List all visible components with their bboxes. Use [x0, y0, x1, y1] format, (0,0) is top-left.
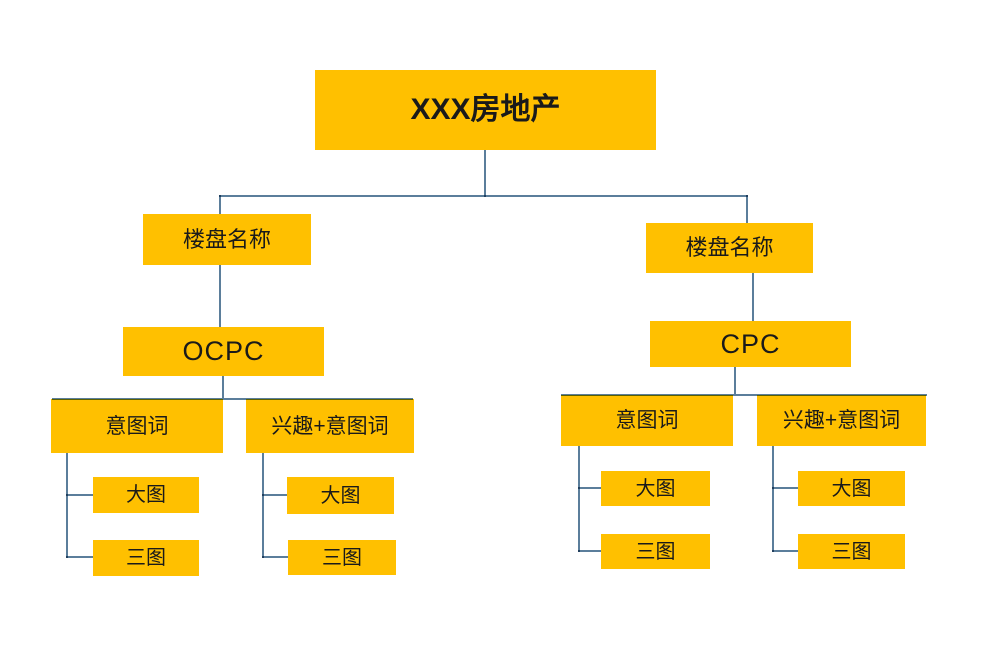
node-right-interest-intent-words: 兴趣+意图词 [757, 395, 926, 446]
connector-right-name-to-cpc [752, 273, 754, 321]
node-left-property-name: 楼盘名称 [143, 214, 311, 265]
node-left-intent-three-image: 三图 [93, 540, 199, 576]
connector-right-branch-drop [746, 195, 748, 223]
connector-left-interest-stub-three [262, 556, 288, 558]
node-company-root: XXX房地产 [315, 70, 656, 150]
node-left-interest-intent-words: 兴趣+意图词 [246, 399, 414, 453]
node-right-intent-words: 意图词 [561, 395, 733, 446]
connector-ocpc-drop [222, 376, 224, 398]
connector-cpc-drop [734, 367, 736, 394]
node-right-interest-large-image: 大图 [798, 471, 905, 506]
node-right-intent-large-image: 大图 [601, 471, 710, 506]
connector-left-interest-stub-large [262, 494, 287, 496]
connector-right-interest-stub-large [772, 487, 798, 489]
connector-left-intent-vline [66, 453, 68, 558]
node-right-interest-three-image: 三图 [798, 534, 905, 569]
node-left-intent-words: 意图词 [51, 399, 223, 453]
connector-left-units-hbar [52, 398, 413, 400]
node-cpc: CPC [650, 321, 851, 367]
connector-right-intent-stub-large [578, 487, 601, 489]
connector-level1-hbar [219, 195, 748, 197]
connector-left-intent-stub-three [66, 556, 93, 558]
connector-right-units-hbar [561, 394, 927, 396]
node-ocpc: OCPC [123, 327, 324, 376]
connector-left-branch-drop [219, 195, 221, 214]
connector-left-interest-vline [262, 453, 264, 558]
node-left-intent-large-image: 大图 [93, 477, 199, 513]
connector-root-drop [484, 150, 486, 197]
connector-left-intent-stub-large [66, 494, 93, 496]
connector-left-name-to-ocpc [219, 265, 221, 327]
connector-right-interest-vline [772, 446, 774, 552]
node-left-interest-three-image: 三图 [288, 540, 396, 575]
node-right-intent-three-image: 三图 [601, 534, 710, 569]
connector-right-intent-stub-three [578, 550, 601, 552]
node-right-property-name: 楼盘名称 [646, 223, 813, 273]
connector-right-intent-vline [578, 446, 580, 552]
connector-right-interest-stub-three [772, 550, 798, 552]
node-left-interest-large-image: 大图 [287, 477, 394, 514]
